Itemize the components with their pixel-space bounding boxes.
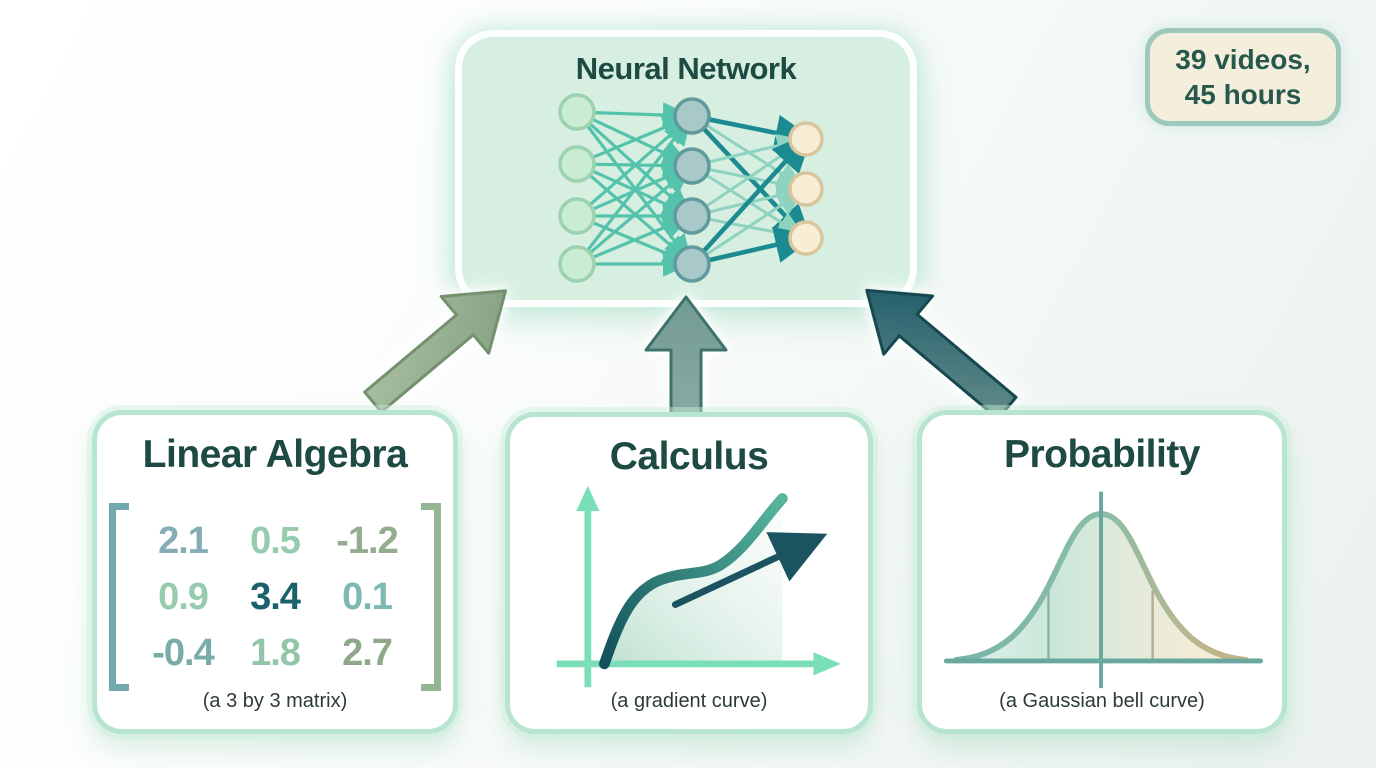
linear-algebra-card: Linear Algebra 2.1 0.5 -1.2 0.9 3.4 0.1 … <box>92 410 458 734</box>
probability-caption: (a Gaussian bell curve) <box>999 690 1205 712</box>
network-node <box>673 197 711 235</box>
matrix-display: 2.1 0.5 -1.2 0.9 3.4 0.1 -0.4 1.8 2.7 <box>97 503 453 691</box>
matrix-cell: 2.7 <box>342 631 393 674</box>
network-node <box>558 145 596 183</box>
network-node <box>673 245 711 283</box>
linear-algebra-caption: (a 3 by 3 matrix) <box>202 690 348 712</box>
probability-card: Probability (a Gaussian bell curve) <box>917 410 1287 734</box>
matrix-cell: 2.1 <box>158 519 209 562</box>
network-node <box>673 147 711 185</box>
badge-hours-count: 45 hours <box>1184 79 1302 110</box>
neural-network-diagram-icon <box>558 93 824 283</box>
matrix-left-bracket <box>109 503 129 691</box>
course-stats-badge: 39 videos, 45 hours <box>1145 28 1341 126</box>
network-node <box>558 197 596 235</box>
bell-curve-graphic-icon <box>943 491 1264 689</box>
network-node <box>673 97 711 135</box>
matrix-cell: 0.5 <box>250 519 301 562</box>
matrix-cell: 0.9 <box>158 575 209 618</box>
x-axis-arrow-icon <box>813 652 841 676</box>
calculus-title: Calculus <box>609 435 769 478</box>
matrix-cell: -0.4 <box>152 631 214 674</box>
matrix-cell: 3.4 <box>250 575 301 618</box>
network-node <box>788 121 824 157</box>
network-node <box>558 93 596 131</box>
matrix-values: 2.1 0.5 -1.2 0.9 3.4 0.1 -0.4 1.8 2.7 <box>137 513 413 681</box>
neural-network-panel: Neural Network <box>455 30 917 307</box>
tangent-arrow-icon <box>671 532 828 608</box>
gradient-curve <box>599 493 788 670</box>
network-node <box>788 171 824 207</box>
linear-algebra-title: Linear Algebra <box>142 433 408 476</box>
probability-title: Probability <box>1003 433 1201 476</box>
matrix-cell: 0.1 <box>342 575 393 618</box>
calculus-caption: (a gradient curve) <box>610 690 768 712</box>
calculus-card: Calculus (a gradient curve) <box>505 412 873 734</box>
curve-area-fill <box>604 498 783 664</box>
arrow-calculus-to-network-icon <box>644 295 728 416</box>
matrix-right-bracket <box>421 503 441 691</box>
y-axis-arrow-icon <box>576 485 600 512</box>
gradient-curve-graphic-icon <box>556 485 841 688</box>
matrix-cell: -1.2 <box>336 519 398 562</box>
network-node <box>558 245 596 283</box>
network-node <box>788 220 824 256</box>
matrix-cell: 1.8 <box>250 631 301 674</box>
badge-videos-count: 39 videos, <box>1175 44 1311 75</box>
neural-network-title: Neural Network <box>575 51 797 86</box>
